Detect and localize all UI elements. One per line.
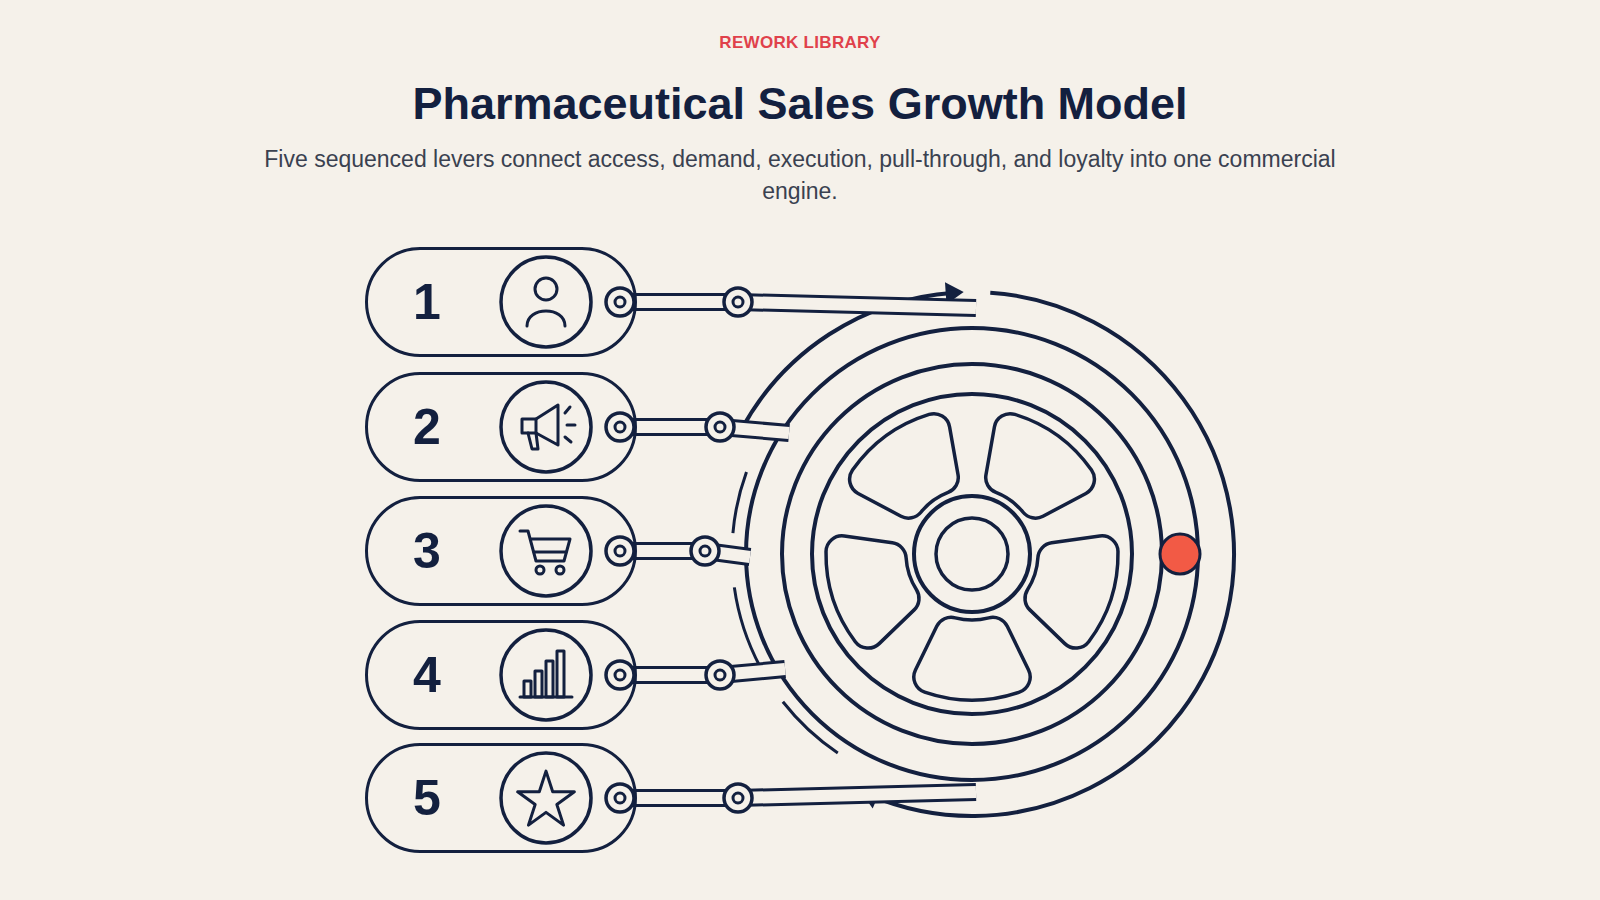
lever-tab: 2 [365,372,637,482]
page-caption: Five sequenced levers connect access, de… [260,143,1340,207]
lever-tab: 3 [365,496,637,606]
lever-link-core [620,551,750,557]
link-joint-pin [715,422,725,432]
link-joint [606,413,634,441]
link-joint [606,288,634,316]
link-joint-pin [700,546,710,556]
link-joint-pin [615,793,625,803]
link-joint [706,413,734,441]
person-icon [501,257,591,347]
wheel-hub [914,496,1030,612]
link-joint-pin [615,546,625,556]
link-joint [724,784,752,812]
wheel-window [826,536,919,648]
star-icon [501,753,591,843]
wheel-ring [812,394,1132,714]
lever-link [620,551,750,557]
step-number: 5 [368,770,486,826]
guide-arc [733,472,747,533]
link-joint-pin [715,670,725,680]
link-joint-pin [615,670,625,680]
lever-link [620,669,785,675]
cart-icon [501,506,591,596]
lever-link [620,427,789,433]
link-joint-pin [733,297,743,307]
page-title: Pharmaceutical Sales Growth Model [0,78,1600,130]
library-label: REWORK LIBRARY [0,33,1600,53]
step-number: 3 [368,523,486,579]
link-joint [724,288,752,316]
lever-tab: 1 [365,247,637,357]
lever-link-core [620,669,785,675]
link-joint [606,661,634,689]
lever-link [620,302,976,308]
link-joint [691,537,719,565]
wheel-window [914,617,1030,700]
wheel-illustration [733,281,1234,816]
wheel-ring [746,328,1198,780]
link-joint [706,661,734,689]
megaphone-icon [501,382,591,472]
lever-link-core [620,302,976,308]
marker-dot [1160,534,1200,574]
lever-link-core [620,427,789,433]
link-joint-pin [615,422,625,432]
step-number: 4 [368,647,486,703]
link-joint [606,537,634,565]
lever-tab: 4 [365,620,637,730]
link-joint [606,784,634,812]
wheel-hub-core [936,518,1008,590]
wheel-ring [782,364,1162,744]
wheel-window [1025,536,1118,648]
lever-link [620,792,976,798]
step-number: 1 [368,274,486,330]
lever-link-core [620,792,976,798]
lever-tab: 5 [365,743,637,853]
bar-chart-icon [501,630,591,720]
step-number: 2 [368,399,486,455]
link-joint-pin [615,297,625,307]
link-joint-pin [733,793,743,803]
